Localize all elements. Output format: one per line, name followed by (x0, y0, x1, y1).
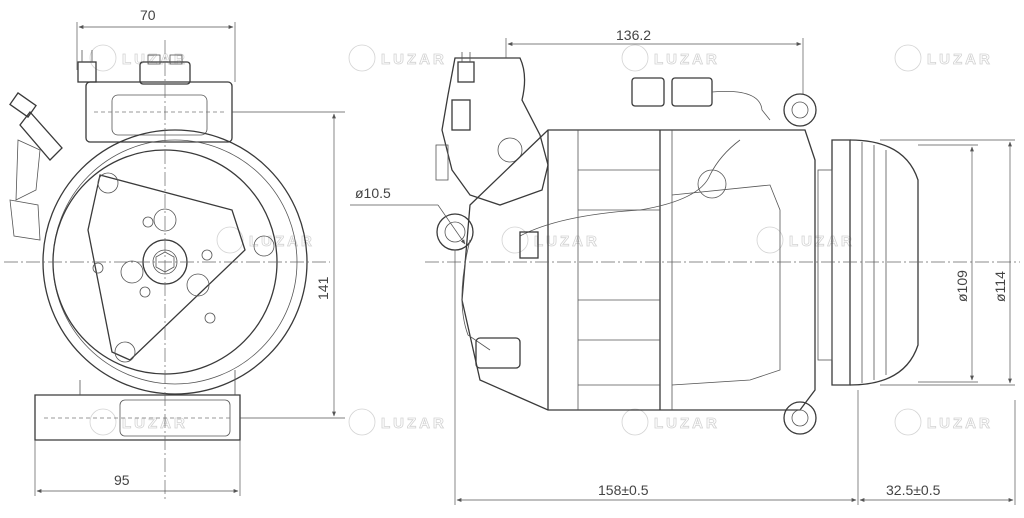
side-mount-hole (444, 221, 466, 243)
side-dimensions: 136.2 ø10.5 158±0.5 32.5±0.5 ø109 ø114 (350, 27, 1016, 505)
svg-text:LUZAR: LUZAR (122, 415, 188, 432)
side-boss-bottom (783, 401, 817, 435)
dim-front-width-bottom: 95 (114, 472, 130, 488)
side-rear-head (435, 52, 549, 206)
svg-text:LUZAR: LUZAR (122, 51, 188, 68)
front-service-valve (9, 92, 63, 241)
watermark-3: LUZAR (621, 44, 720, 72)
svg-text:LUZAR: LUZAR (654, 51, 720, 68)
svg-text:LUZAR: LUZAR (534, 233, 600, 250)
dim-pulley-offset: 32.5±0.5 (886, 482, 941, 498)
svg-text:LUZAR: LUZAR (654, 415, 720, 432)
side-view (425, 52, 1020, 435)
side-connector-b (671, 77, 713, 107)
watermark-8: LUZAR (89, 408, 188, 436)
watermark-7: LUZAR (756, 226, 855, 254)
side-boss-top (783, 93, 817, 127)
dim-side-length-top: 136.2 (616, 27, 651, 43)
dim-front-height: 141 (315, 276, 331, 300)
watermark-1: LUZAR (89, 44, 188, 72)
dim-pulley-outer-diameter: ø114 (992, 271, 1008, 302)
side-body-housing (461, 129, 816, 411)
watermark-11: LUZAR (894, 408, 993, 436)
watermark-group: LUZAR LUZAR LUZAR LUZAR LUZAR LUZAR LUZA… (89, 44, 993, 436)
dim-pulley-inner-diameter: ø109 (954, 270, 970, 302)
watermark-10: LUZAR (621, 408, 720, 436)
watermark-6: LUZAR (501, 226, 600, 254)
watermark-4: LUZAR (894, 44, 993, 72)
side-wire-harness (519, 139, 741, 237)
svg-text:LUZAR: LUZAR (381, 415, 447, 432)
side-connector-a (631, 77, 665, 107)
front-dimensions: 70 95 141 (34, 7, 345, 496)
side-lower-connector (475, 337, 521, 369)
front-view (4, 40, 330, 500)
dim-front-width-top: 70 (140, 7, 156, 23)
side-pulley (817, 139, 919, 386)
front-valve-fitting (77, 61, 97, 83)
svg-text:LUZAR: LUZAR (789, 233, 855, 250)
svg-text:LUZAR: LUZAR (381, 51, 447, 68)
front-clutch-plate (87, 174, 246, 361)
watermark-5: LUZAR (216, 226, 312, 254)
front-top-slot (111, 94, 208, 136)
watermark-9: LUZAR (348, 408, 447, 436)
svg-text:LUZAR: LUZAR (927, 415, 993, 432)
dim-side-hole-diameter: ø10.5 (355, 185, 391, 201)
dim-side-length-bottom: 158±0.5 (598, 482, 649, 498)
svg-text:LUZAR: LUZAR (927, 51, 993, 68)
watermark-2: LUZAR (348, 44, 447, 72)
